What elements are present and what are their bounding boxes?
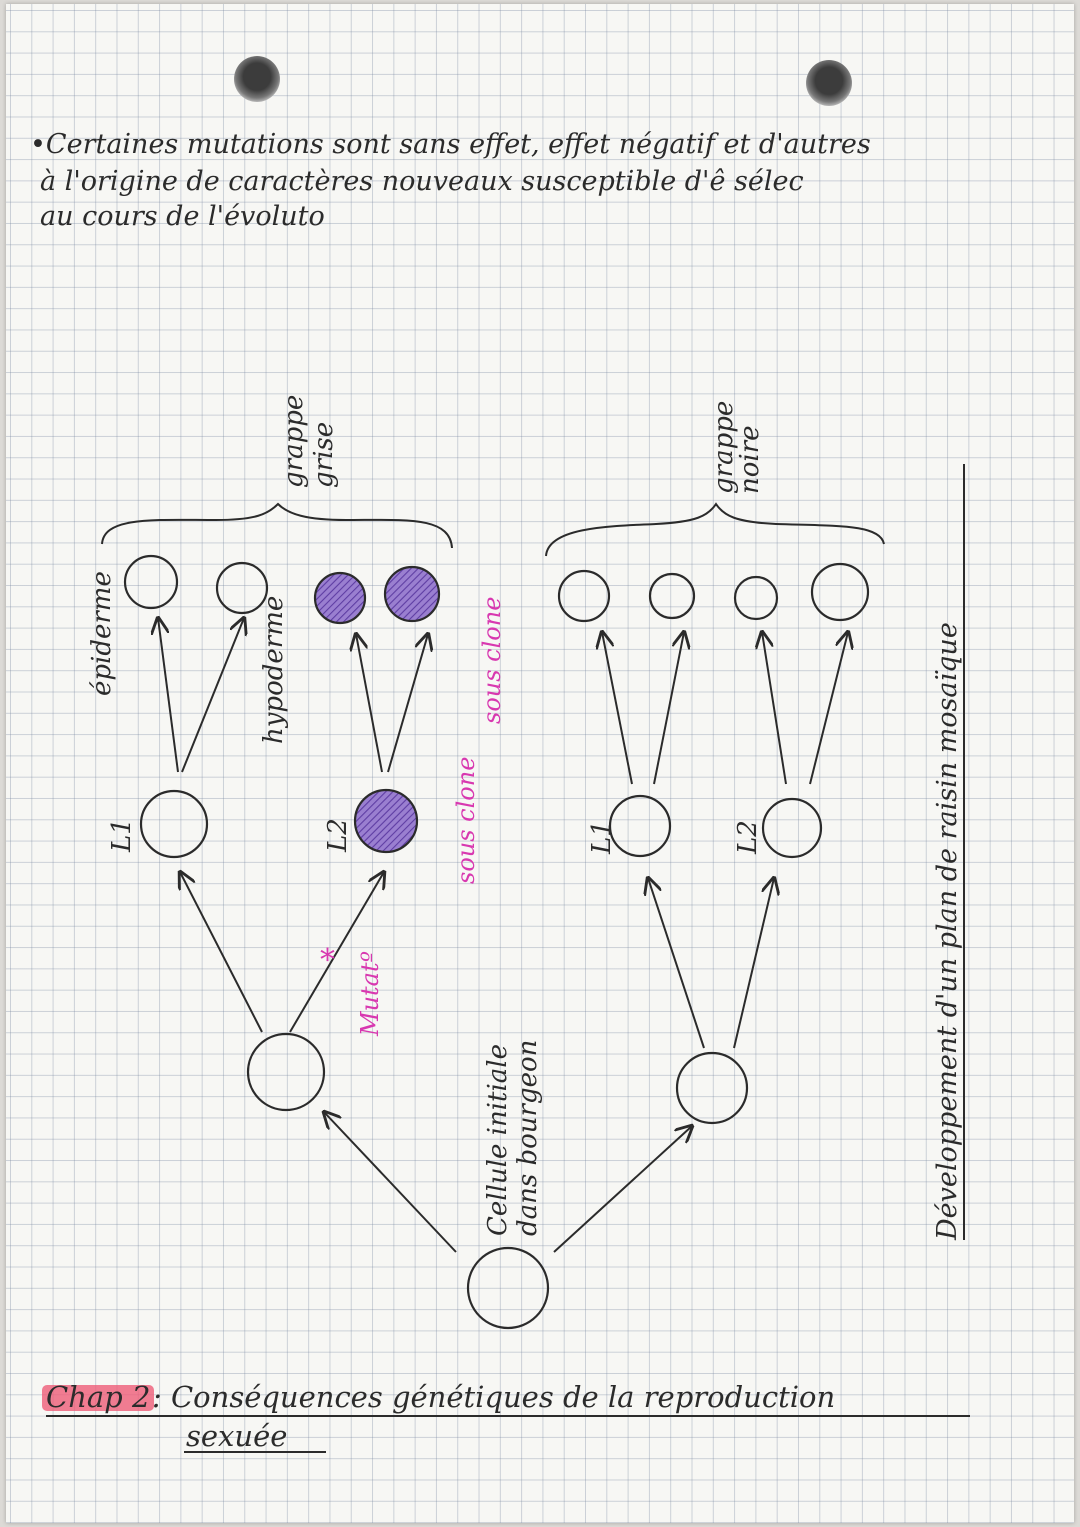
arrow-right-to-l1 [648,878,705,1049]
initial-cell [466,1246,550,1330]
chapter-prefix: Chap 2 [46,1380,150,1414]
lineage-diagram: grappe grise grappe noire épiderme hypod… [42,395,970,1453]
sous-clone-label-1: sous clone [452,757,480,884]
right-l1-cell [608,794,672,858]
chapter-title: : Conséquences génétiques de la reproduc… [152,1380,835,1414]
arrow-l2-to-berry-4 [387,634,428,773]
mutation-star: * [320,943,335,978]
arrow-l1-to-hypoderme [181,618,244,773]
right-branch-cell [675,1051,749,1125]
hypoderme-label: hypoderme [259,596,289,744]
arrow-initial-to-right [553,1126,692,1253]
right-l2-label: L2 [733,820,763,855]
left-l2-mutant-cell [353,788,419,854]
left-brace [101,502,453,549]
arrow-rl1-to-berry-2 [653,632,684,785]
epiderme-berry [123,554,179,610]
note-line-2: à l'origine de caractères nouveaux susce… [40,166,804,197]
notebook-page: •Certaines mutations sont sans effet, ef… [6,4,1074,1523]
grise-label: grise [309,422,339,488]
right-berry-1 [557,569,611,623]
purple-berry-1 [313,571,367,625]
arrow-rl2-to-berry-4 [809,632,848,785]
arrow-rl1-to-berry-1 [602,632,633,785]
grappe-label-right: grappe [709,401,739,494]
arrow-initial-to-left [324,1112,457,1253]
left-l2-label: L2 [323,818,353,853]
binder-hole-left [234,56,280,102]
sous-clone-label-2: sous clone [478,597,506,724]
dans-bourgeon-label: dans bourgeon [513,1040,543,1236]
cellule-initiale-label: Cellule initiale [483,1044,513,1236]
grappe-label-left: grappe [279,395,309,488]
binder-hole-right [806,60,852,106]
right-berry-2 [648,572,696,620]
right-brace [545,502,885,557]
arrow-left-to-l2 [289,872,384,1033]
left-branch-cell [246,1032,326,1112]
hypoderme-berry [215,561,269,615]
right-berry-3 [733,575,779,621]
mutation-label: Mutatº [356,951,384,1037]
left-l1-label: L1 [107,818,137,853]
side-title: Développement d'un plan de raisin mosaïq… [932,622,963,1241]
epiderme-label: épiderme [87,571,117,696]
noire-label: noire [735,425,765,494]
chapter-highlight [42,1385,154,1411]
arrow-right-to-l2 [733,878,774,1049]
note-line-1: •Certaines mutations sont sans effet, ef… [30,129,871,160]
left-l1-cell [139,789,209,859]
note-line-3: au cours de l'évoluto [40,201,325,232]
arrow-rl2-to-berry-3 [762,632,787,785]
arrow-l1-to-epiderme [158,618,179,773]
right-l1-label: L1 [587,820,617,855]
chapter-title-line-2: sexuée [186,1419,287,1453]
arrow-l2-to-berry-3 [356,634,383,773]
purple-berry-2 [383,565,441,623]
right-l2-cell [761,797,823,859]
right-berry-4 [810,562,870,622]
arrow-left-to-l1 [180,872,263,1033]
